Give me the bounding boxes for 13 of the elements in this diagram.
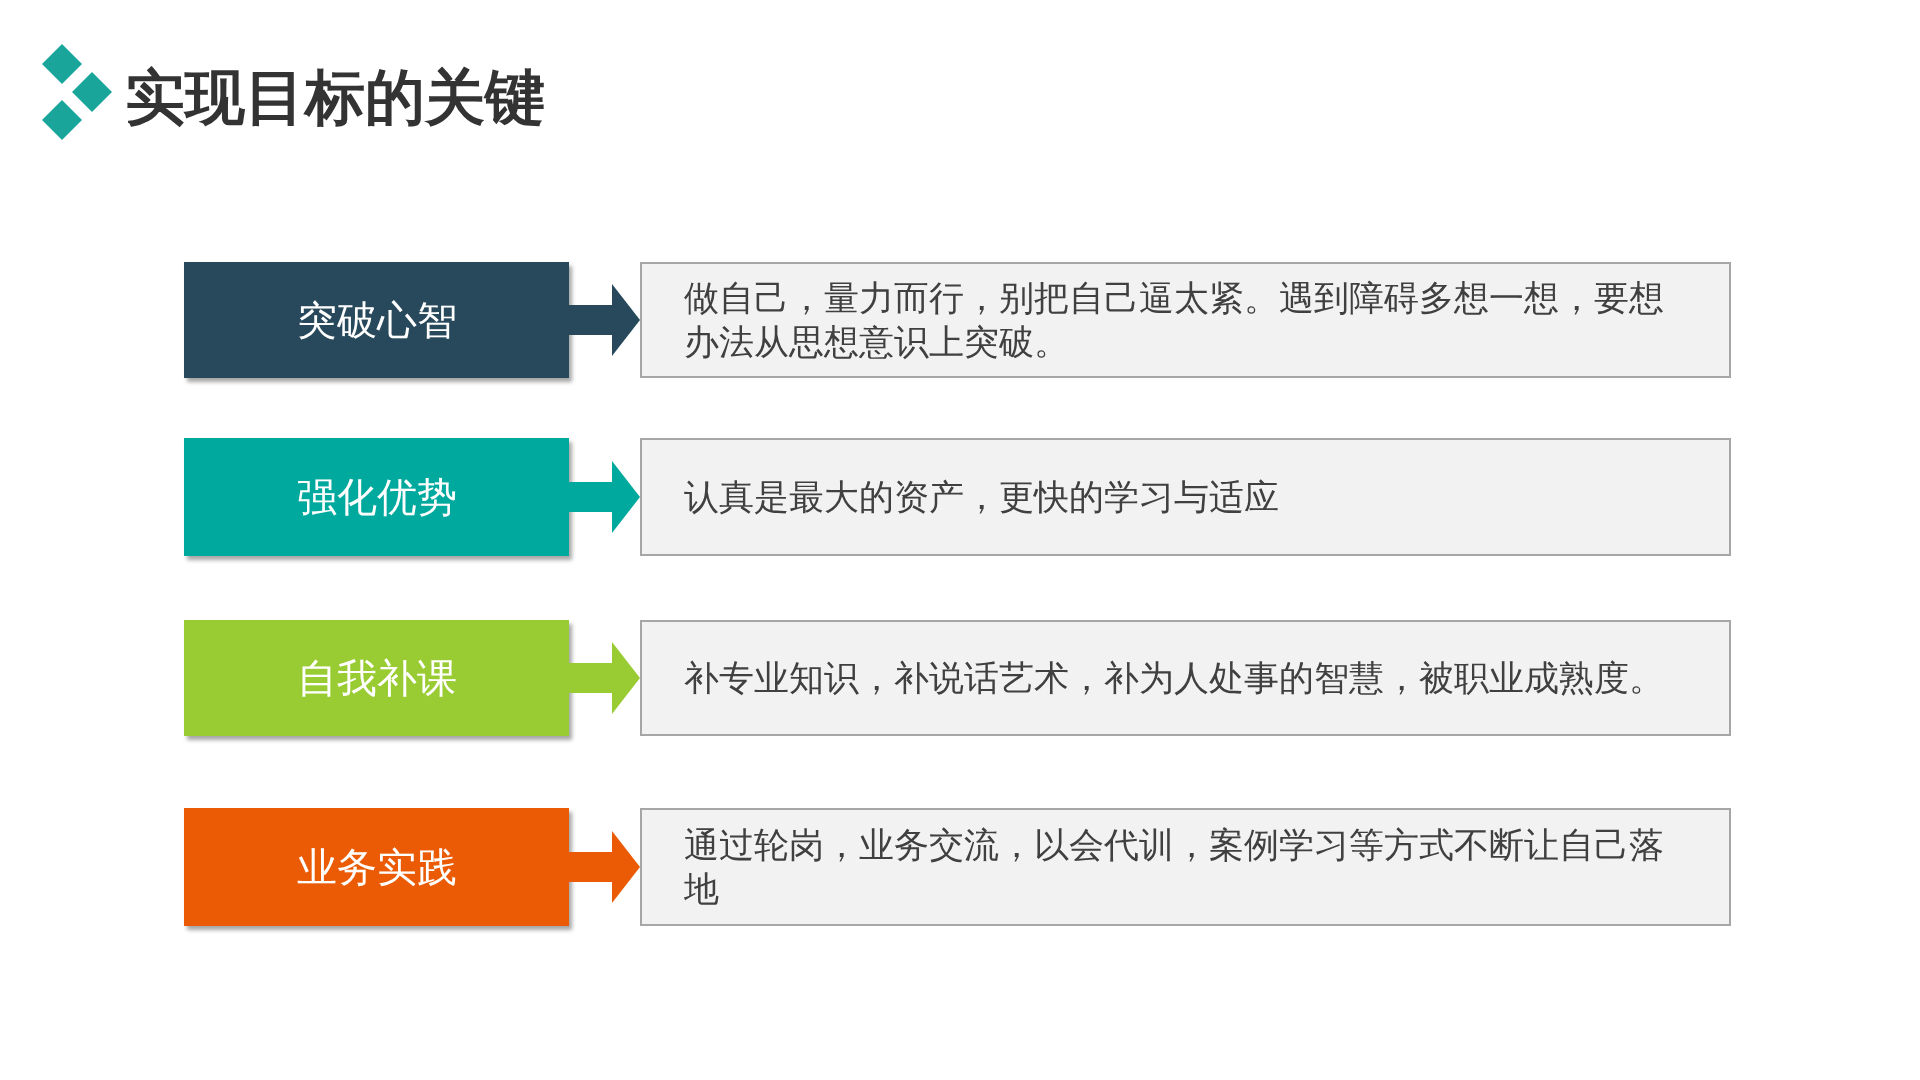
key-box: 强化优势 (184, 438, 569, 556)
key-box: 业务实践 (184, 808, 569, 926)
arrow (569, 461, 640, 533)
title: 实现目标的关键 (125, 61, 545, 134)
description-box: 认真是最大的资产，更快的学习与适应 (640, 438, 1731, 556)
description-box: 做自己，量力而行，别把自己逼太紧。遇到障碍多想一想，要想办法从思想意识上突破。 (640, 262, 1731, 378)
description-box: 补专业知识，补说话艺术，补为人处事的智慧，被职业成熟度。 (640, 620, 1731, 736)
arrow (569, 642, 640, 714)
arrow (569, 831, 640, 903)
key-box: 自我补课 (184, 620, 569, 736)
key-box: 突破心智 (184, 262, 569, 378)
description-box: 通过轮岗，业务交流，以会代训，案例学习等方式不断让自己落地 (640, 808, 1731, 926)
arrow (569, 284, 640, 356)
